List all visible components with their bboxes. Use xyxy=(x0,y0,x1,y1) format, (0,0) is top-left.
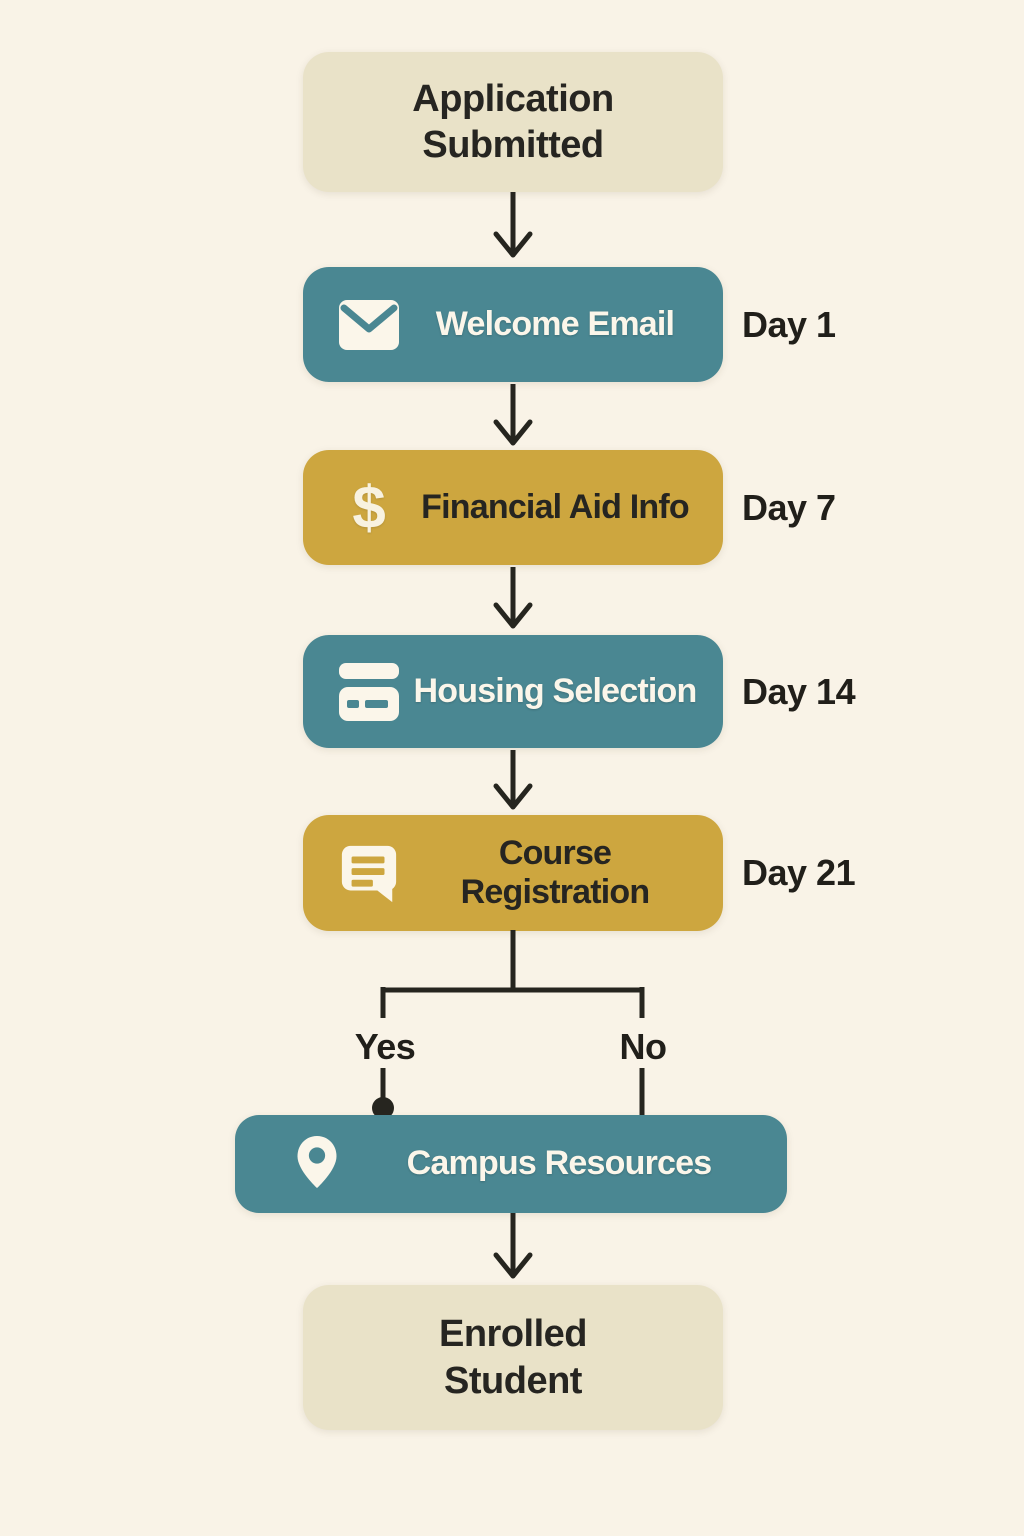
node-label: Campus Resources xyxy=(406,1144,712,1183)
location-pin-icon xyxy=(291,1131,345,1198)
node-course-registration: Course Registration xyxy=(303,815,723,931)
node-label: Welcome Email xyxy=(435,304,675,343)
node-label: Course Registration xyxy=(460,833,651,911)
branch-label-no: No xyxy=(619,1026,668,1067)
day-label-1: Day 1 xyxy=(742,303,836,345)
arrow-application-to-welcome xyxy=(493,192,533,258)
node-application-submitted: Application Submitted xyxy=(303,52,723,192)
dollar-icon: $ xyxy=(352,473,386,541)
node-label: Application Submitted xyxy=(412,77,614,166)
day-label-21: Day 21 xyxy=(742,852,856,893)
branch-label-yes: Yes xyxy=(354,1026,416,1067)
arrow-financial-to-housing xyxy=(493,567,533,629)
node-welcome-email: Welcome Email xyxy=(303,267,723,382)
card-icon xyxy=(337,662,401,721)
node-label: Financial Aid Info xyxy=(421,487,689,526)
node-financial-aid-info: $ Financial Aid Info xyxy=(303,450,723,565)
branch-connector xyxy=(372,930,645,1119)
chat-icon xyxy=(337,841,401,905)
node-campus-resources: Campus Resources xyxy=(235,1115,787,1213)
node-label: Enrolled Student xyxy=(438,1313,588,1402)
node-label: Housing Selection xyxy=(413,671,698,710)
branch-yes-dot xyxy=(372,1097,394,1119)
arrow-welcome-to-financial xyxy=(493,384,533,446)
node-housing-selection: Housing Selection xyxy=(303,635,723,748)
arrow-campus-to-enrolled xyxy=(493,1213,533,1279)
envelope-icon xyxy=(337,298,401,352)
day-label-7: Day 7 xyxy=(742,486,836,528)
day-label-14: Day 14 xyxy=(742,670,856,712)
node-enrolled-student: Enrolled Student xyxy=(303,1285,723,1430)
arrow-housing-to-course xyxy=(493,750,533,810)
